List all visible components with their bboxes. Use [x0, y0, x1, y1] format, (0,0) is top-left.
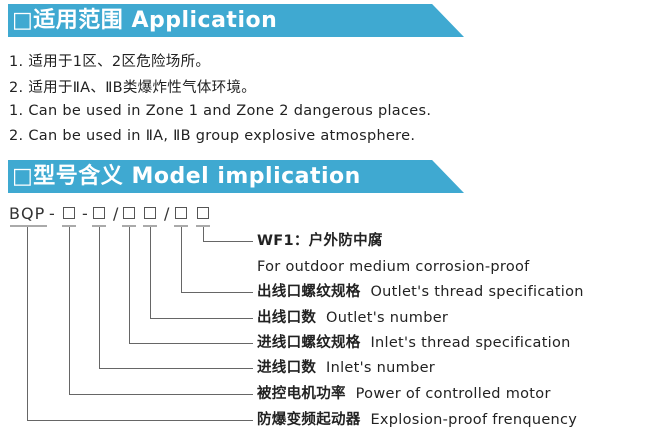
label-inlet-thread: 进线口螺纹规格 Inlet's thread specification: [257, 335, 571, 351]
separator: /: [164, 204, 171, 223]
application-line: 1. 适用于1区、2区危险场所。: [9, 54, 211, 70]
underline: [122, 225, 136, 227]
separator: -: [49, 204, 56, 223]
connector: [129, 343, 253, 344]
label-outlet-thread: 出线口螺纹规格 Outlet's thread specification: [257, 284, 584, 300]
underline: [92, 225, 106, 227]
code-box: [197, 207, 209, 219]
connector: [181, 227, 182, 292]
label-finish-en: For outdoor medium corrosion-proof: [257, 259, 530, 275]
connector: [150, 318, 253, 319]
application-line: 2. Can be used in ⅡA, ⅡB group explosive…: [9, 128, 416, 144]
connector: [69, 394, 253, 395]
application-line: 1. Can be used in Zone 1 and Zone 2 dang…: [9, 103, 432, 119]
connector: [203, 241, 253, 242]
connector: [69, 227, 70, 394]
application-title: □适用范围 Application: [12, 8, 278, 33]
connector: [99, 368, 253, 369]
underline: [10, 225, 47, 227]
underline: [196, 225, 210, 227]
connector: [27, 420, 253, 421]
label-inlet-number: 进线口数 Inlet's number: [257, 360, 436, 376]
separator: -: [82, 204, 89, 223]
code-box: [175, 207, 187, 219]
label-outlet-number: 出线口数 Outlet's number: [257, 310, 449, 326]
application-banner: □适用范围 Application: [8, 4, 464, 37]
label-finish: WF1：户外防中腐: [257, 233, 383, 249]
model-banner: □型号含义 Model implication: [8, 160, 464, 193]
connector: [181, 292, 253, 293]
code-box: [93, 207, 105, 219]
separator: /: [113, 204, 120, 223]
connector: [203, 227, 204, 241]
label-motor-power: 被控电机功率 Power of controlled motor: [257, 386, 551, 402]
connector: [27, 227, 28, 420]
underline: [143, 225, 157, 227]
application-line: 2. 适用于ⅡA、ⅡB类爆炸性气体环境。: [9, 80, 257, 96]
connector: [150, 227, 151, 318]
code-box: [144, 207, 156, 219]
connector: [129, 227, 130, 343]
label-starter: 防爆变频起动器 Explosion-proof frenquency: [257, 412, 578, 428]
connector: [99, 227, 100, 368]
underline: [174, 225, 188, 227]
model-title: □型号含义 Model implication: [12, 164, 361, 189]
code-box: [123, 207, 135, 219]
underline: [62, 225, 76, 227]
model-prefix: BQP: [9, 204, 46, 223]
code-box: [63, 207, 75, 219]
